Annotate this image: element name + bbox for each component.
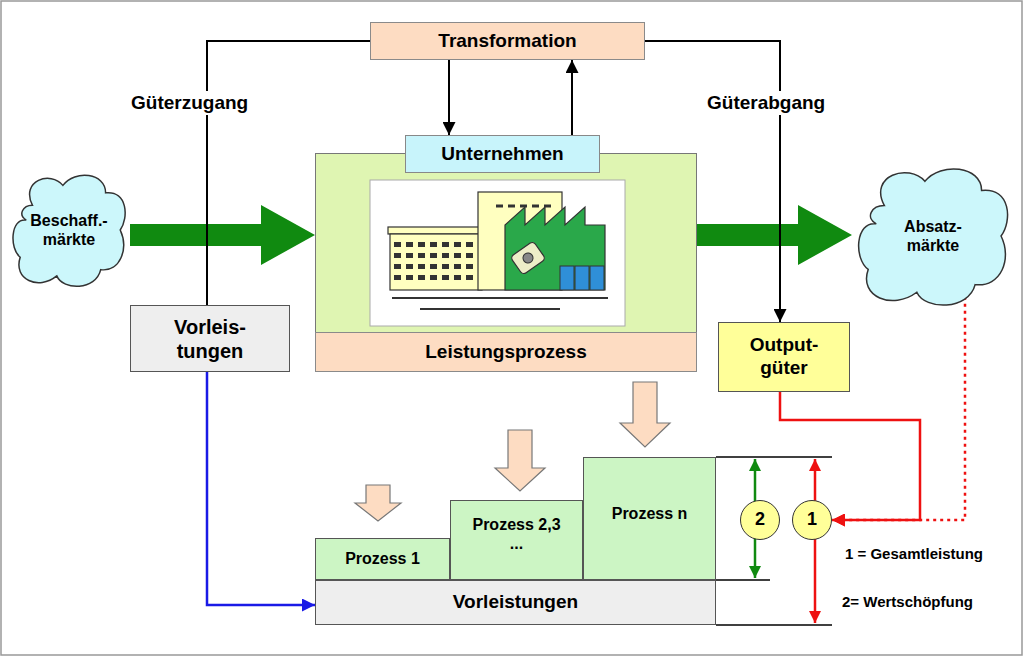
node-text: Absatz- märkte — [888, 217, 978, 255]
connector — [571, 60, 573, 135]
dimension-line — [716, 579, 770, 581]
building — [478, 192, 562, 290]
block-arrow — [495, 430, 545, 491]
node-text: Vorleis- tungen — [160, 315, 260, 363]
edge-label: Güterzugang — [128, 91, 251, 115]
flow-arrow — [130, 205, 315, 265]
callout-number: 2 — [740, 500, 780, 540]
process-step: Prozess n — [583, 457, 716, 580]
edge-label: Güterabgang — [704, 91, 828, 115]
panel-title: Unternehmen — [405, 135, 600, 173]
building — [390, 234, 482, 290]
connector — [780, 392, 920, 520]
dimension-line — [716, 456, 832, 458]
container — [575, 266, 589, 290]
node-text: 1 — [807, 509, 817, 531]
flow-arrow — [697, 205, 852, 265]
node-text: Prozess 2,3 ... — [472, 515, 562, 553]
output-box: Output- güter — [718, 322, 850, 392]
callout-number: 1 — [792, 500, 832, 540]
market-cloud: Absatz- märkte — [852, 160, 1014, 312]
node-text: 2 — [755, 509, 765, 531]
node-text: Prozess n — [612, 504, 688, 523]
machine-icon — [510, 241, 546, 275]
machine-icon — [521, 251, 535, 265]
process-step: Prozess 2,3 ... — [450, 500, 583, 580]
node-text: Transformation — [438, 30, 576, 53]
connector — [448, 60, 450, 135]
building-detail — [496, 205, 556, 208]
node-text: Beschaff.- märkte — [19, 211, 119, 249]
input-bar: Vorleistungen — [315, 580, 716, 625]
ground-line — [420, 308, 560, 310]
node-text: Leistungsprozess — [425, 341, 587, 364]
machine-icon — [510, 241, 546, 275]
transformation-box: Transformation — [370, 22, 645, 60]
legend-note: 2= Wertschöpfung — [842, 593, 973, 610]
building-roof — [388, 227, 484, 234]
block-arrow — [620, 382, 670, 447]
market-cloud: Beschaff.- märkte — [8, 168, 130, 292]
building-windows — [394, 240, 478, 284]
process-step: Prozess 1 — [315, 538, 450, 580]
cloud-shape — [852, 160, 1014, 312]
dimension-line — [716, 624, 832, 626]
container — [590, 266, 604, 290]
node-text: Prozess 1 — [345, 549, 420, 568]
block-arrow — [355, 485, 401, 521]
node-text: Output- güter — [739, 334, 829, 380]
illustration-frame — [370, 180, 625, 326]
cloud-shape — [13, 175, 125, 286]
cloud-shape — [859, 169, 1008, 305]
ground-line — [392, 297, 608, 299]
legend-note: 1 = Gesamtleistung — [845, 545, 983, 562]
dimension-arrow — [814, 459, 817, 623]
connector — [207, 372, 315, 605]
container — [560, 266, 574, 290]
cloud-shape — [8, 168, 130, 292]
connector — [832, 297, 965, 520]
company-panel: UnternehmenLeistungsprozess — [315, 135, 697, 372]
input-box: Vorleis- tungen — [130, 305, 290, 372]
factory-hall — [505, 207, 605, 290]
process-band: Leistungsprozess — [315, 332, 697, 372]
node-text: Vorleistungen — [453, 591, 578, 614]
